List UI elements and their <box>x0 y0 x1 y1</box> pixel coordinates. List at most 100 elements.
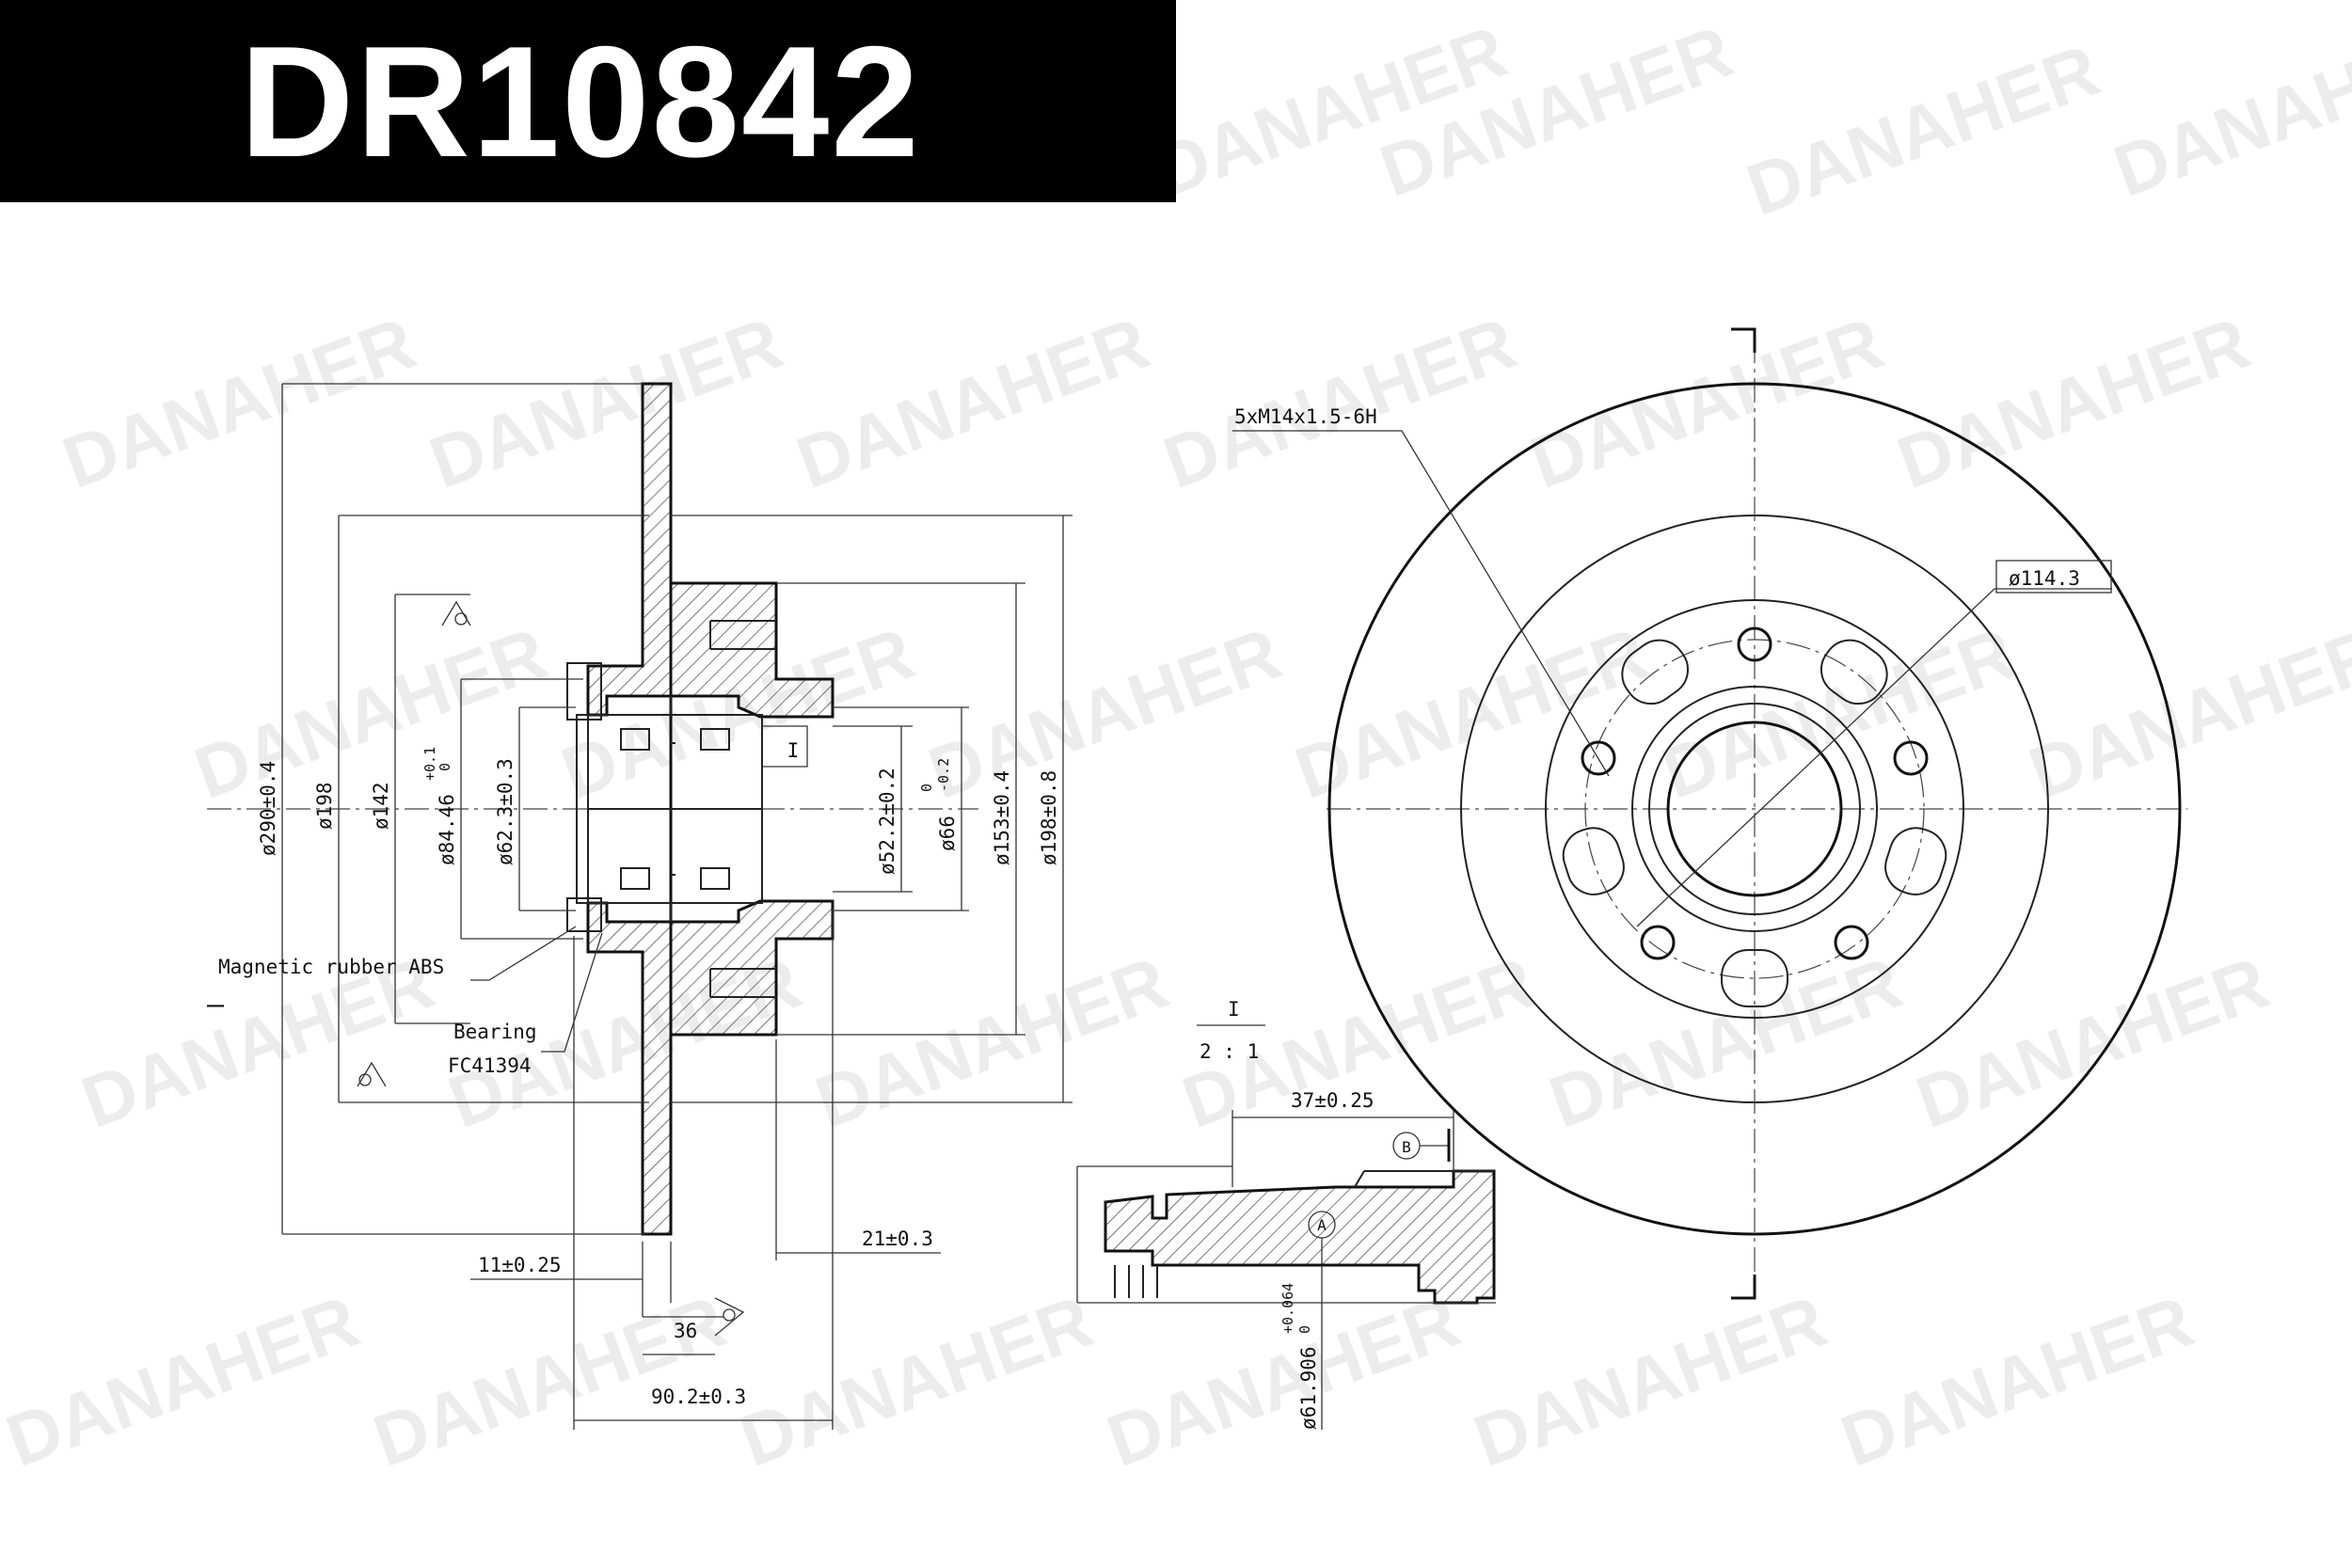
abs-ring-upper <box>566 662 602 721</box>
dim-t11: 11±0.25 <box>478 1254 562 1276</box>
stud-hole <box>1640 925 1676 960</box>
diameter-dimension-lines <box>281 383 1073 1235</box>
dim-t90: 90.2±0.3 <box>651 1386 746 1408</box>
watermark-text: DANAHER <box>1539 941 1913 1144</box>
hub-pocket <box>1884 827 1947 895</box>
abs-leader <box>470 926 577 981</box>
dim-d62: ø62.3±0.3 <box>494 758 516 865</box>
dim-d52: ø52.2±0.2 <box>876 768 898 875</box>
dim-d290: ø290±0.4 <box>257 761 279 856</box>
detail-scale: 2 : 1 <box>1200 1040 1259 1063</box>
surface-mark <box>357 1061 387 1087</box>
watermark-text: DANAHER <box>363 1279 737 1482</box>
dim-d66-tol-upper: 0 <box>918 784 935 792</box>
stud-hole <box>1834 925 1869 960</box>
axial-dimension-lines <box>470 908 941 1430</box>
d61-tol-lower: 0 <box>1296 1325 1313 1334</box>
watermark-text: DANAHER <box>805 941 1179 1144</box>
watermark-text: DANAHER <box>1906 941 2280 1144</box>
watermark-text: DANAHER <box>1737 28 2110 231</box>
detail-marker-box <box>762 725 808 768</box>
pcd-circle <box>1584 639 1925 979</box>
hub-bore <box>1666 721 1843 897</box>
stud-holes <box>1581 626 1929 960</box>
dim-d198b: ø198±0.8 <box>1038 770 1060 865</box>
disc-upper-section <box>586 382 834 719</box>
section-marker-top <box>1731 327 1756 353</box>
dim-t21: 21±0.3 <box>862 1227 933 1250</box>
section-minus-marker: – <box>207 989 225 1022</box>
bearing-label: Bearing <box>453 1021 537 1043</box>
watermark-text: DANAHER <box>420 301 793 504</box>
surface-mark <box>454 612 468 626</box>
detail-edge <box>1354 1170 1494 1188</box>
stud-bore-upper <box>709 620 776 650</box>
dim-d66: ø66 <box>936 816 959 851</box>
surface-mark <box>723 1308 736 1322</box>
hub-bore-outer <box>1648 703 1861 915</box>
bearing-code-label: FC41394 <box>448 1054 532 1077</box>
watermark-text: DANAHER <box>787 301 1160 504</box>
disc-lower-section <box>586 899 834 1236</box>
part-number-title: DR10842 <box>240 13 921 190</box>
stud-hole <box>1737 626 1772 662</box>
dim-d198: ø198 <box>313 782 336 830</box>
watermark-text: DANAHER <box>730 1279 1104 1482</box>
watermark-text: DANAHER <box>1153 301 1527 504</box>
title-bar: DR10842 <box>0 0 1176 202</box>
section-marker-bottom <box>1731 1275 1756 1300</box>
stud-hole <box>1581 740 1616 776</box>
dim37-label: 37±0.25 <box>1291 1089 1375 1112</box>
detail-view: I 2 : 1 37±0.25 B A ø61.906 +0.06 <box>1076 998 1496 1430</box>
watermark-text: DANAHER <box>0 1279 369 1482</box>
hub-pocket <box>1621 639 1690 705</box>
detail-marker-label: I <box>787 739 800 762</box>
section-view: I <box>207 382 1073 1430</box>
disc-friction-inner <box>1460 515 2049 1103</box>
abs-ring-lower <box>566 897 602 932</box>
surface-mark <box>358 1073 372 1086</box>
detail-ref: I <box>1228 998 1240 1021</box>
hub-pocket <box>1562 827 1625 895</box>
dim-d84-tol-upper: +0.1 <box>421 747 438 781</box>
watermark-text: DANAHER <box>53 301 426 504</box>
stud-hole <box>1893 740 1929 776</box>
d61-tol-upper: +0.064 <box>1279 1283 1296 1334</box>
watermark-text: DANAHER <box>1464 1279 1837 1482</box>
surface-mark <box>441 600 471 626</box>
hub-pocket <box>1721 949 1788 1007</box>
watermark-text: DANAHER <box>1887 301 2261 504</box>
detail-section <box>1104 1169 1496 1305</box>
bearing-leader <box>541 932 603 1053</box>
disc-outer-edge <box>1327 382 2182 1236</box>
watermark-text: DANAHER <box>1831 1279 2204 1482</box>
hub-outer <box>1545 599 1964 1019</box>
bearing-roller <box>700 867 730 890</box>
watermark-text: DANAHER <box>918 611 1292 815</box>
bearing-roller <box>620 867 650 890</box>
hub-pockets <box>1562 639 1947 1007</box>
dim-d84-tol-lower: 0 <box>437 763 453 771</box>
dim-d153: ø153±0.4 <box>991 770 1013 865</box>
thread-leader <box>1232 430 1610 777</box>
dim-d142: ø142 <box>370 782 392 830</box>
pcd-leader <box>1636 588 2112 927</box>
detail-frame <box>1076 1165 1496 1304</box>
abs-seal <box>576 714 589 904</box>
front-view: 5xM14x1.5-6H ø114.3 <box>1232 327 2187 1300</box>
stud-bore-lower <box>709 968 776 998</box>
detail-grooves <box>1114 1265 1158 1298</box>
pcd-label: ø114.3 <box>2009 567 2080 590</box>
hub-pocket <box>1820 639 1888 705</box>
dim-d66-tol-lower: -0.2 <box>935 758 952 792</box>
bearing-roller <box>700 728 730 751</box>
watermark-text: DANAHER <box>2104 9 2352 213</box>
pcd-box <box>1995 560 2112 594</box>
hub-center-ring <box>1631 686 1878 932</box>
bearing-roller <box>620 728 650 751</box>
watermark-text: DANAHER <box>2019 611 2352 815</box>
thread-label: 5xM14x1.5-6H <box>1234 405 1377 428</box>
surface-mark <box>714 1297 745 1337</box>
